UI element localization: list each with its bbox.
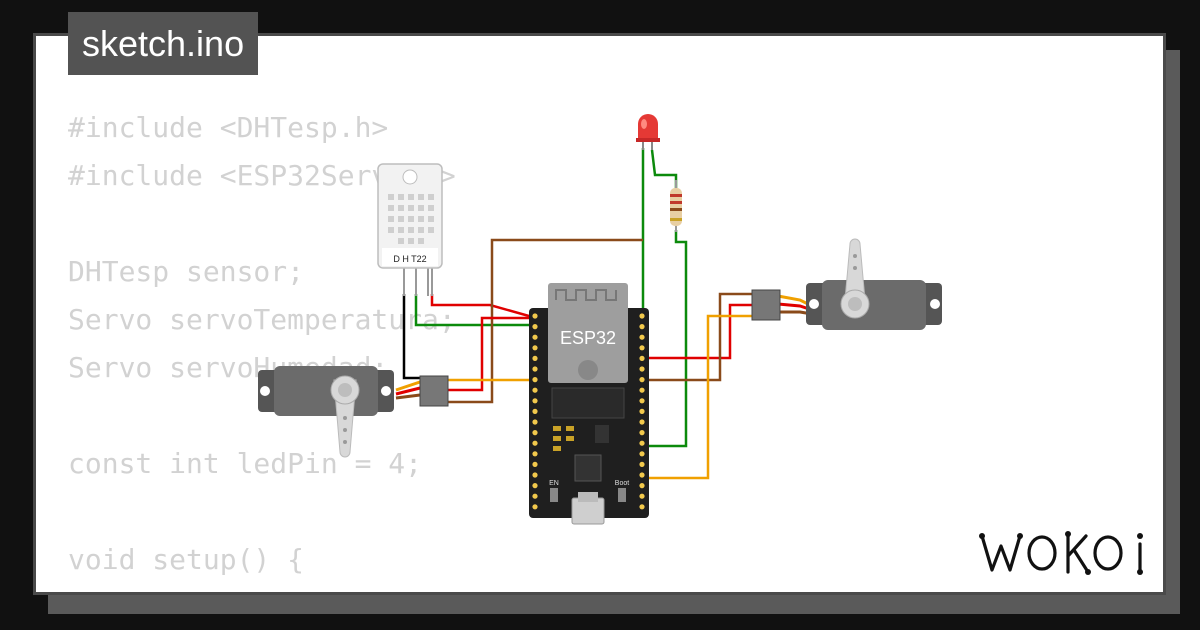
code-preview: #include <DHTesp.h>#include <ESP32Servo.… [68, 104, 456, 592]
header-pin [639, 472, 645, 478]
code-line: Servo servoTemperatura; [68, 303, 456, 336]
header-pin [532, 398, 538, 404]
left-servo [258, 366, 394, 458]
dht-label: D H T22 [393, 254, 426, 264]
boot-label: Boot [615, 480, 629, 487]
header-pin [532, 493, 538, 499]
left-servo-connector [419, 375, 449, 407]
esp32-label: ESP32 [560, 328, 616, 348]
header-pin [532, 345, 538, 351]
header-pin [532, 472, 538, 478]
wires [395, 148, 813, 480]
file-tab[interactable]: sketch.ino [68, 12, 259, 75]
right-servo-signal-wire [642, 314, 752, 480]
header-pin [532, 440, 538, 446]
right-servo [806, 238, 942, 330]
header-pin [639, 324, 645, 330]
header-pin [639, 493, 645, 499]
wokwi-logo [979, 531, 1143, 575]
header-pin [639, 419, 645, 425]
esp32-board: ESP32 EN Boot [529, 283, 649, 525]
header-pin [532, 451, 538, 457]
code-line: Serial.begin(115200); [68, 584, 456, 592]
header-pin [639, 451, 645, 457]
header-pin [639, 334, 645, 340]
header-pin [532, 430, 538, 436]
resistor-wire [642, 230, 688, 448]
header-pin [639, 345, 645, 351]
en-label: EN [549, 480, 559, 487]
header-pin [639, 398, 645, 404]
header-pin [639, 504, 645, 510]
header-pin [639, 377, 645, 383]
led [636, 114, 660, 150]
header-pin [532, 377, 538, 383]
header-pin [532, 504, 538, 510]
header-pin [639, 483, 645, 489]
dht-gnd-wire [402, 294, 432, 380]
header-pin [532, 483, 538, 489]
esp32-right-pins [639, 313, 645, 510]
led-resistor-wire [650, 149, 678, 188]
resistor [670, 180, 682, 232]
code-line: #include <DHTesp.h> [68, 111, 389, 144]
header-pin [639, 408, 645, 414]
left-servo-vcc-wire [446, 316, 536, 392]
header-pin [639, 387, 645, 393]
header-pin [532, 366, 538, 372]
header-pin [532, 313, 538, 319]
code-line: const int ledPin = 4; [68, 447, 423, 480]
header-pin [532, 355, 538, 361]
header-pin [639, 461, 645, 467]
header-pin [532, 324, 538, 330]
right-servo-gnd-wire [642, 292, 752, 382]
dht-vcc-wire [430, 294, 537, 320]
header-pin [532, 419, 538, 425]
header-pin [639, 366, 645, 372]
brown-top-wire [446, 238, 643, 404]
header-pin [532, 461, 538, 467]
header-pin [532, 408, 538, 414]
code-line: void setup() { [68, 543, 305, 576]
header-pin [639, 313, 645, 319]
dht22-sensor: D H T22 [377, 163, 443, 296]
right-servo-connector [751, 289, 781, 321]
header-pin [639, 430, 645, 436]
header-pin [532, 334, 538, 340]
esp32-left-pins [532, 313, 538, 510]
header-pin [639, 440, 645, 446]
header-pin [532, 387, 538, 393]
code-line: DHTesp sensor; [68, 255, 305, 288]
header-pin [639, 355, 645, 361]
